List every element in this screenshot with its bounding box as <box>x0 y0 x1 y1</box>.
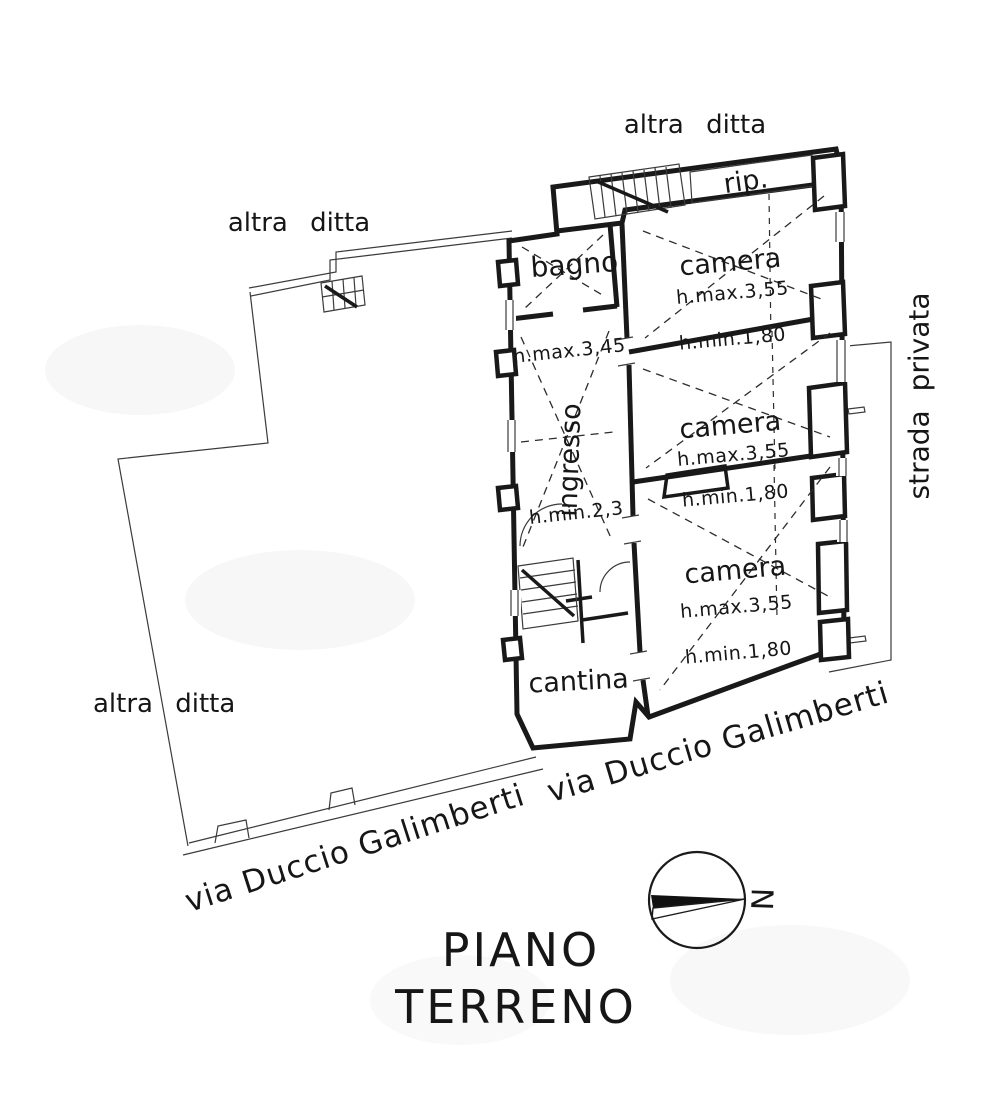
camera-top-label: camera <box>678 243 782 283</box>
ingresso-label: ingresso <box>553 403 588 518</box>
right-wall-piers <box>806 151 852 663</box>
door-arcs <box>519 503 631 593</box>
right-wall-windows <box>833 212 851 542</box>
camera-top-hmax: h.max.3,55 <box>675 277 789 309</box>
staircase-top <box>588 163 686 220</box>
north-label: N <box>743 887 779 911</box>
gate-hatch <box>320 275 366 313</box>
interior-walls <box>510 223 839 717</box>
north-compass: N <box>647 850 779 950</box>
north-arrow-filled <box>651 895 745 908</box>
rip-label: rip. <box>722 163 770 200</box>
via-galimberti-lower-label: via Duccio Galimberti <box>181 777 530 920</box>
camera-top-hmin: h.min.1,80 <box>678 323 787 354</box>
altra-ditta-top-label: altra ditta <box>624 110 766 140</box>
bagno-label: bagno <box>529 245 619 284</box>
staircase-cantina <box>517 557 579 630</box>
altra-ditta-bottom-left-label: altra ditta <box>93 689 235 719</box>
scan-artifacts <box>45 325 910 1045</box>
camera-middle-hmin: h.min.1,80 <box>681 480 790 511</box>
altra-ditta-left-label: altra ditta <box>228 208 370 238</box>
ceiling-dashes <box>520 193 831 691</box>
strada-privata-label: strada privata <box>903 293 936 500</box>
plan-title-line2: TERRENO <box>394 980 637 1034</box>
camera-bottom-label: camera <box>683 551 787 591</box>
cantina-label: cantina <box>528 663 630 699</box>
compass-circle <box>647 850 747 950</box>
camera-bottom-hmin: h.min.1,80 <box>684 637 793 668</box>
camera-bottom-hmax: h.max.3,55 <box>679 591 793 623</box>
lot-boundary <box>117 230 544 856</box>
north-arrow-open <box>651 898 746 920</box>
left-wall-details <box>493 257 525 663</box>
camera-middle-label: camera <box>678 406 782 446</box>
ingresso-hmax: h.max.3,45 <box>512 334 627 368</box>
ingresso-hmin: h.min.2,3 <box>528 497 624 529</box>
plan-title-line1: PIANO <box>442 923 600 977</box>
